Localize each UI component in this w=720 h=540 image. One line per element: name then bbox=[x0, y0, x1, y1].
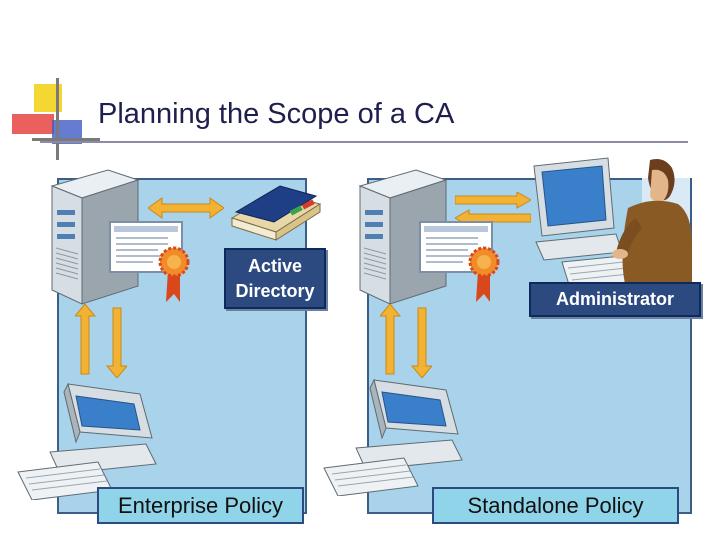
vertical-arrows-icon bbox=[75, 304, 127, 378]
exchange-arrows-icon bbox=[148, 197, 224, 219]
directory-book-icon bbox=[230, 185, 322, 241]
active-directory-line-2: Directory bbox=[235, 280, 315, 301]
vertical-arrows-icon bbox=[380, 304, 432, 378]
workstation-icon bbox=[323, 378, 463, 496]
active-directory-label: Active Directory bbox=[224, 248, 326, 309]
active-directory-line-1: Active bbox=[247, 255, 303, 276]
standalone-policy-label: Standalone Policy bbox=[432, 487, 679, 524]
slide-logo-icon bbox=[12, 78, 100, 160]
administrator-label: Administrator bbox=[529, 282, 701, 317]
administrator-person-icon bbox=[533, 157, 692, 289]
certificate-icon bbox=[419, 221, 500, 302]
enterprise-policy-label: Enterprise Policy bbox=[97, 487, 304, 524]
title-divider bbox=[40, 141, 688, 143]
certificate-icon bbox=[109, 221, 190, 302]
page-title: Planning the Scope of a CA bbox=[98, 98, 455, 130]
workstation-icon bbox=[17, 382, 157, 500]
